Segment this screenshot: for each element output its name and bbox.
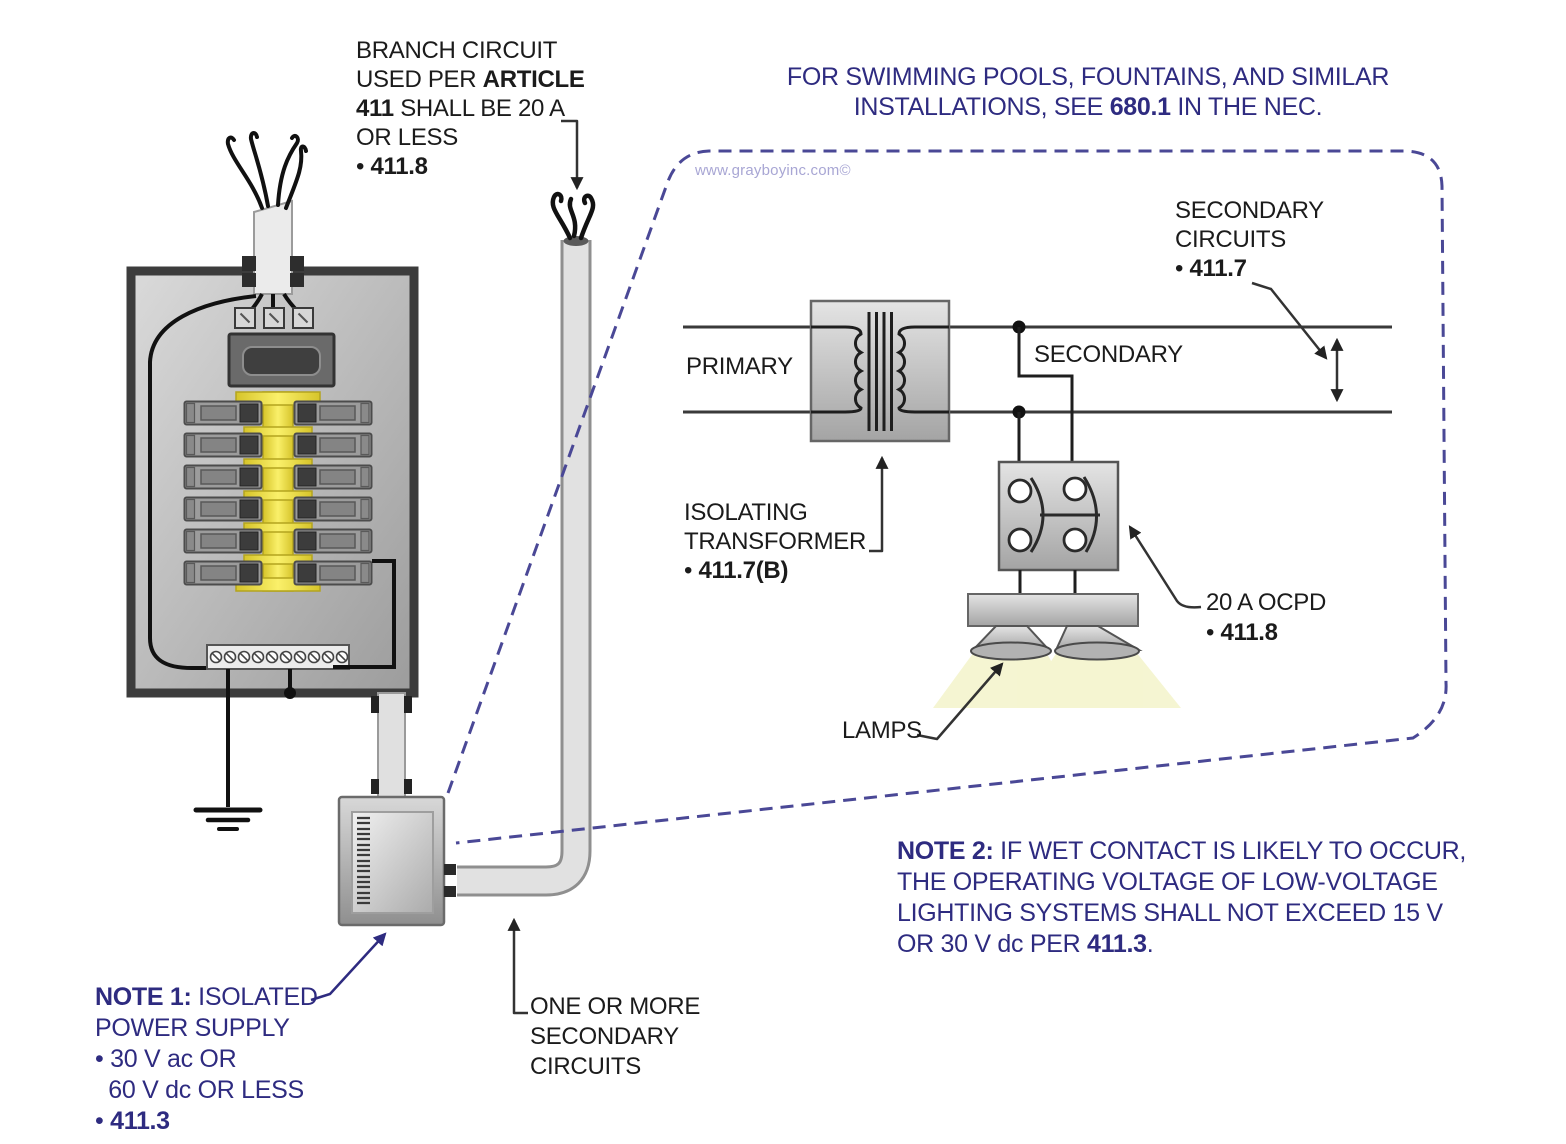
vent-slots [357,816,370,905]
lamp-fixture [967,570,1143,661]
arrow-secondary-circuits [1251,281,1328,360]
primary-secondary-wires [683,325,1392,414]
power-supply-box [337,795,456,927]
neutral-terminal-bar [206,644,350,670]
watermark: www.grayboyinc.com© [695,162,851,179]
isolating-transformer-symbol [809,299,951,443]
ground-symbol [193,807,263,831]
service-wires [225,131,308,210]
callout-outline [446,149,1448,845]
arrow-isolating-transformer [869,455,889,553]
secondary-label: SECONDARY [1034,341,1183,368]
panel-to-supply-conduit [371,692,412,798]
bond-junction-dot [284,687,296,699]
secondary-lamp-glow [933,652,1181,708]
swimming-pools-note: FOR SWIMMING POOLS, FOUNTAINS, AND SIMIL… [786,63,1390,121]
arrow-one-or-more [507,917,528,1015]
ocpd-feed-wires [1017,327,1074,462]
arrow-ocpd [1128,525,1202,609]
ocpd-symbol [997,460,1120,572]
secondary-circuit-conduit [457,236,592,897]
ocpd-label: 20 A OCPD• 411.8 [1206,589,1327,646]
arrow-branch-circuit [561,119,584,191]
arrow-note1 [310,932,387,1002]
note2-label: NOTE 2: IF WET CONTACT IS LIKELY TO OCCU… [897,837,1466,958]
lamps-label: LAMPS [842,717,922,744]
main-lug-block [227,307,336,388]
primary-label: PRIMARY [686,353,793,380]
service-entrance-conduit [242,199,304,295]
panel-bottom-wires [226,559,396,807]
lamp-cones [970,625,1143,661]
arrow-lamps [916,662,1004,741]
secondary-conduit-wires [550,191,596,241]
